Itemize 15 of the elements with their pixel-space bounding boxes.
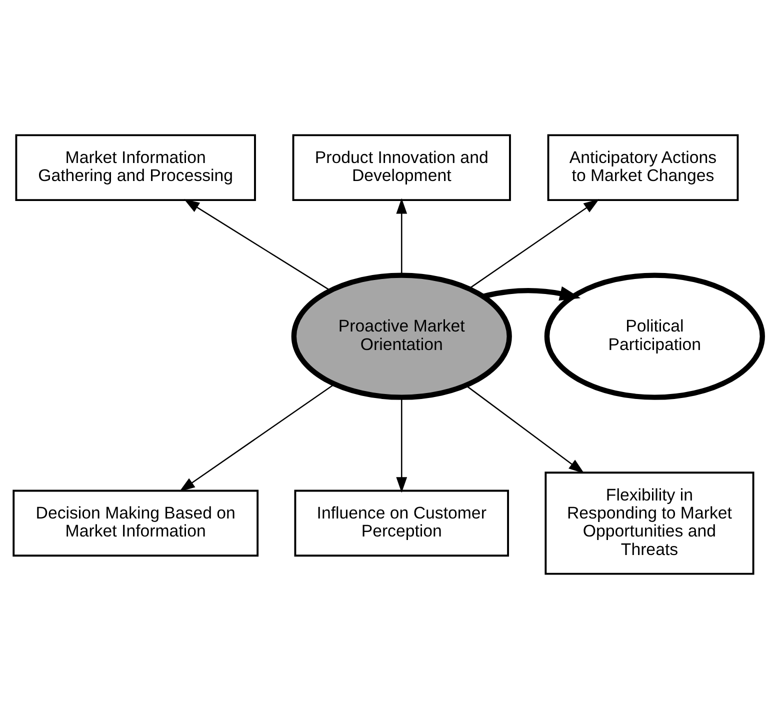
node-box: Anticipatory Actions to Market Changes (547, 134, 739, 201)
node-box: Product Innovation and Development (292, 134, 511, 201)
node-box: Flexibility in Responding to Market Opportunities and Threats (544, 471, 754, 574)
arrow (179, 383, 335, 492)
node-box: Decision Making Based on Market Information (12, 489, 259, 556)
arrow (184, 198, 331, 290)
arrow (482, 286, 581, 300)
arrow (466, 384, 584, 473)
arrow (396, 198, 408, 274)
node-box: Influence on Customer Perception (294, 489, 509, 556)
node-ellipse: Proactive Market Orientation (291, 272, 512, 400)
arrow (468, 198, 600, 289)
node-box: Market Information Gathering and Processing (15, 134, 256, 201)
node-ellipse: Political Participation (544, 272, 765, 400)
arrow (396, 396, 408, 492)
